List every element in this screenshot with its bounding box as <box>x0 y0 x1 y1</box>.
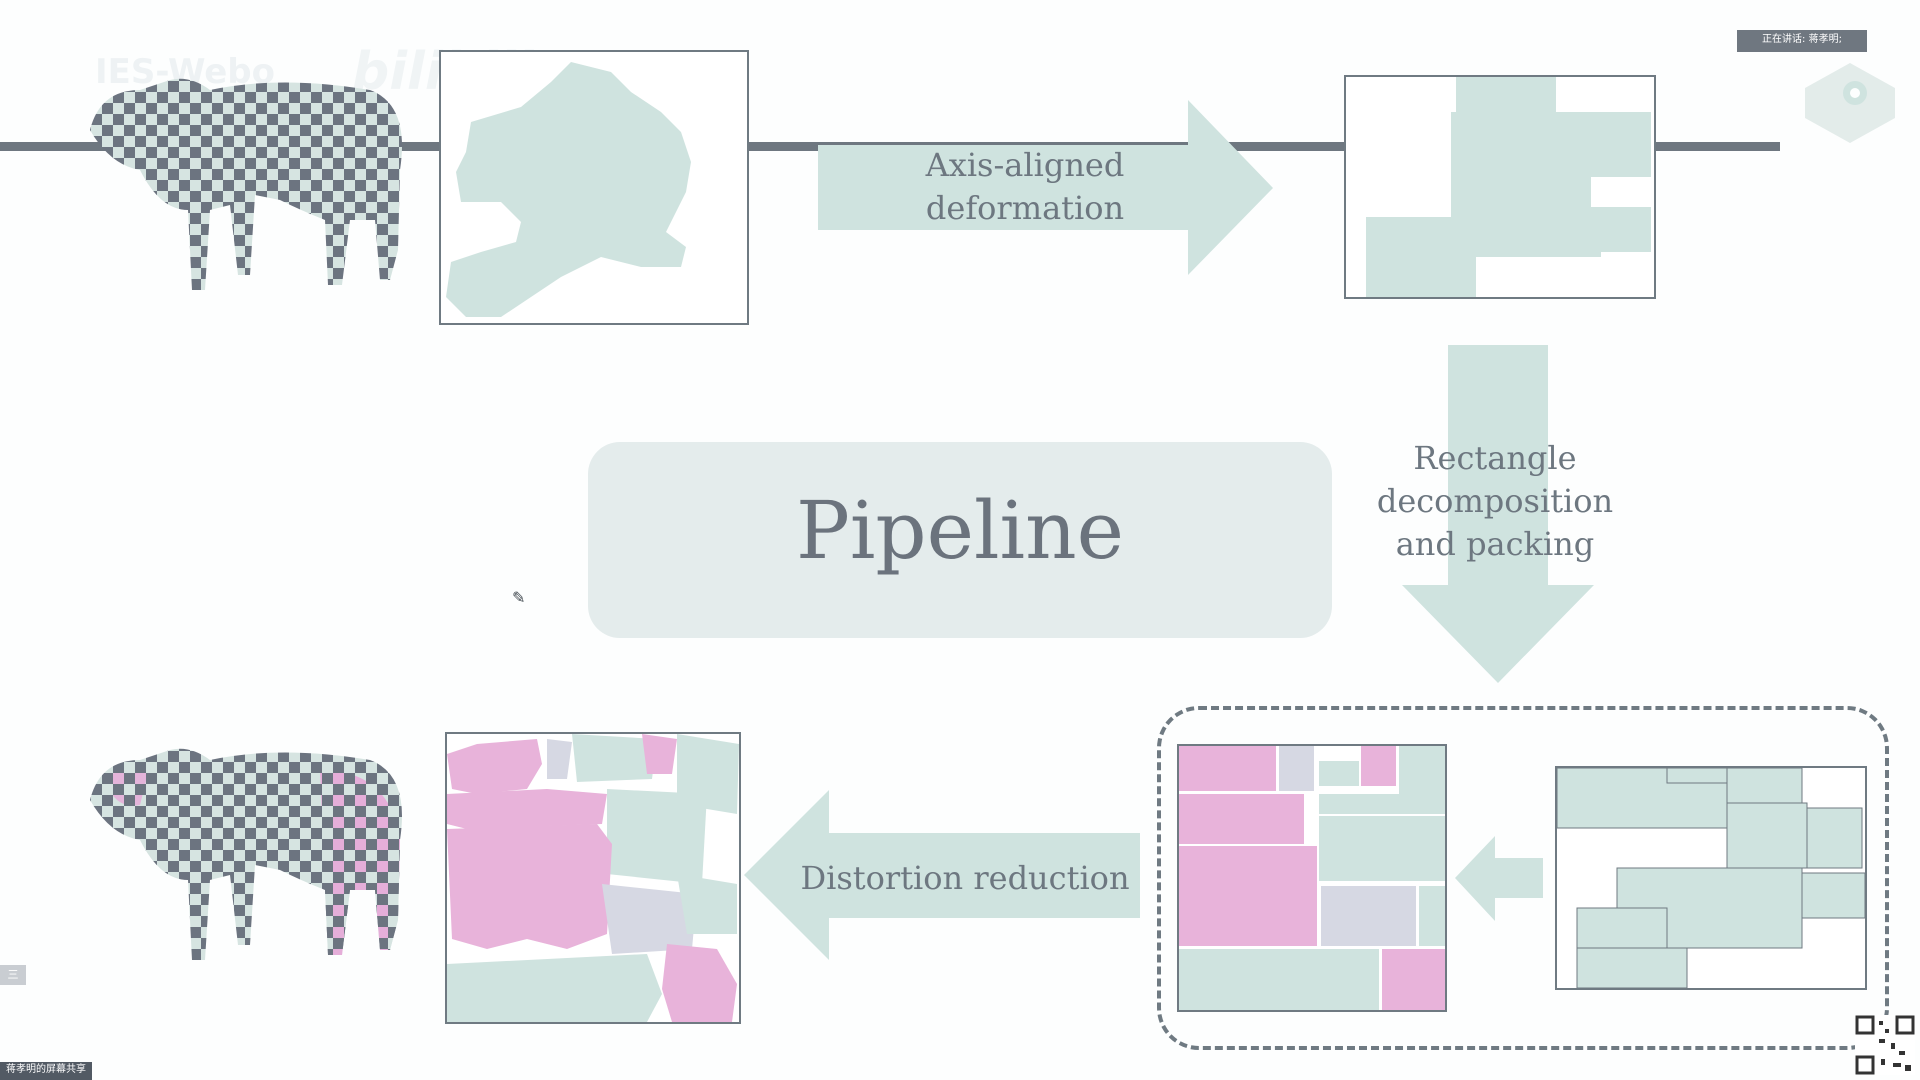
uv-chart-box <box>439 50 749 325</box>
pen-cursor-icon: ✎ <box>512 588 526 607</box>
distortion-result-box <box>445 732 741 1024</box>
packing-group <box>1157 706 1889 1050</box>
cow-top-image <box>90 78 402 290</box>
step2-label-line1: Rectangle <box>1413 439 1577 477</box>
pipeline-panel: Pipeline <box>588 442 1332 638</box>
pipeline-title: Pipeline <box>795 484 1124 577</box>
cow-bottom-image <box>90 748 402 960</box>
packed-atlas-shape <box>1179 746 1445 1010</box>
distortion-result-shape <box>447 734 739 1022</box>
uv-chart-shape <box>446 62 691 317</box>
rectangle-decomp-shape <box>1556 767 1866 989</box>
axis-aligned-shape <box>1366 77 1651 297</box>
rectangle-decomp-box <box>1555 766 1867 990</box>
logo-icon <box>1805 63 1895 143</box>
arrow-left-large <box>744 790 1140 960</box>
step2-label: Rectangle decomposition and packing <box>1330 437 1660 566</box>
arrow-down <box>1402 345 1594 683</box>
arrow-left-small <box>1455 836 1543 921</box>
packed-atlas-box <box>1177 744 1447 1012</box>
screen-share-indicator[interactable]: 蒋孝明的屏幕共享 <box>0 1062 92 1080</box>
step2-label-line3: and packing <box>1395 525 1595 563</box>
step1-label: Axis-aligned deformation <box>850 144 1200 230</box>
step1-label-line1: Axis-aligned <box>925 146 1125 184</box>
step3-label: Distortion reduction <box>800 859 1130 897</box>
side-menu-tab[interactable]: 三 <box>0 965 26 985</box>
arrow-right-1 <box>818 100 1273 275</box>
step1-label-line2: deformation <box>925 189 1125 227</box>
step2-label-line2: decomposition <box>1376 482 1614 520</box>
axis-aligned-box <box>1344 75 1656 299</box>
speaker-indicator: 正在讲话: 蒋孝明; <box>1737 30 1867 52</box>
qr-code <box>1855 1015 1915 1075</box>
